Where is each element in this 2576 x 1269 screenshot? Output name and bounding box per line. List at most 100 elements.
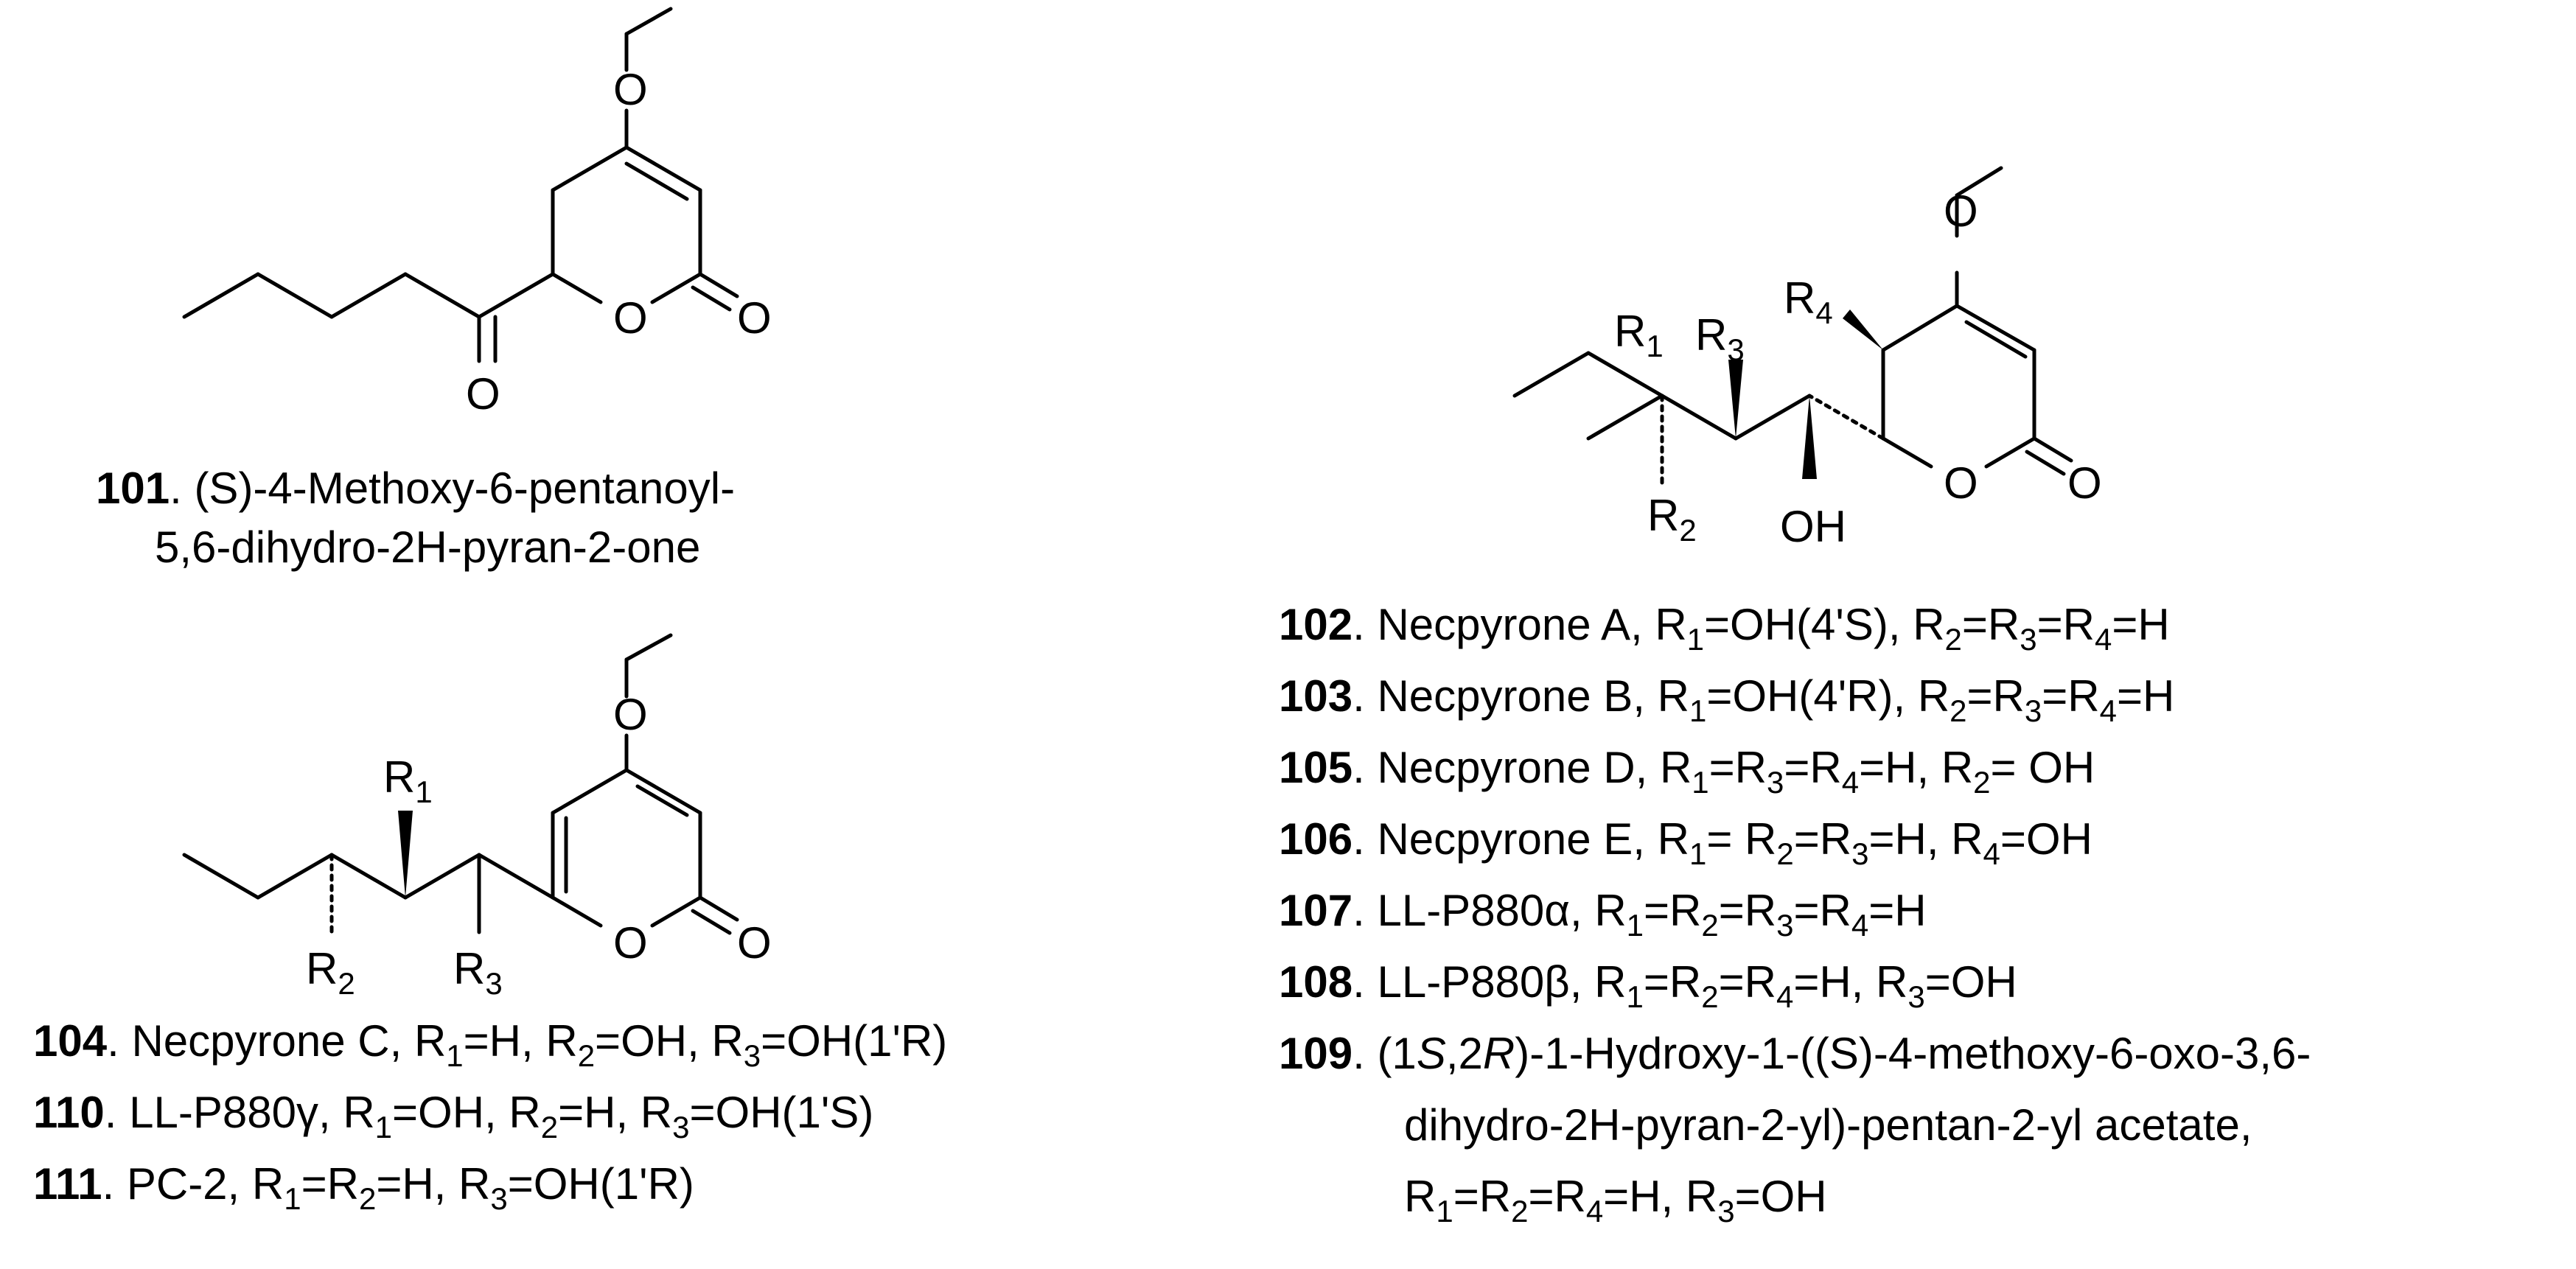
compound-number: 108 xyxy=(1279,957,1352,1007)
legend-item-109-line3: R1=R2=R4=H, R3=OH xyxy=(1404,1172,1827,1228)
subscript: 1 xyxy=(1689,693,1706,728)
legend-item: 111. PC-2, R1=R2=H, R3=OH(1'R) xyxy=(33,1159,694,1216)
legend-text: =OH(1'R) xyxy=(508,1159,694,1209)
legend-item: 107. LL-P880α, R1=R2=R3=R4=H xyxy=(1279,886,1927,943)
compound-number: 102 xyxy=(1279,600,1352,649)
legend-text: =H, R xyxy=(1868,814,1983,864)
legend-text: =R xyxy=(1962,600,2020,649)
atom-o-methoxy: O xyxy=(1944,186,1978,236)
subscript: 1 xyxy=(1627,908,1644,943)
legend-text: =OH xyxy=(1925,957,2017,1007)
subscript: 4 xyxy=(2100,693,2117,728)
legend-text: . LL-P880γ, R xyxy=(105,1088,375,1137)
atom-oh: OH xyxy=(1780,502,1846,551)
compound-number: 105 xyxy=(1279,743,1352,792)
subscript: 3 xyxy=(1767,765,1784,800)
legend-text: =H, R xyxy=(464,1016,578,1066)
subscript: 4 xyxy=(1842,765,1859,800)
atom-o-ring: O xyxy=(1944,458,1978,508)
legend-text: =R xyxy=(1719,886,1776,935)
subscript: 4 xyxy=(1983,836,2000,871)
legend-text: =OH, R xyxy=(595,1016,744,1066)
legend-text: . LL-P880β, R xyxy=(1352,957,1626,1007)
subscript: 4 xyxy=(1776,979,1793,1014)
legend-text: = OH xyxy=(1991,743,2095,792)
label-r2: R2 xyxy=(306,944,355,1001)
legend-text: =OH xyxy=(2000,814,2092,864)
subscript: 3 xyxy=(1907,979,1924,1014)
legend-text: . Necpyrone C, R xyxy=(107,1016,446,1066)
legend-text: =R xyxy=(2042,671,2099,721)
atom-o-lactone: O xyxy=(737,918,772,968)
subscript: 1 xyxy=(284,1181,301,1216)
legend-text: =R xyxy=(1709,743,1767,792)
legend-text: =OH(4'S), R xyxy=(1704,600,1945,649)
subscript: 3 xyxy=(1776,908,1793,943)
legend-text: . PC-2, R xyxy=(102,1159,285,1209)
subscript: 2 xyxy=(1950,693,1966,728)
legend-text: =H, R xyxy=(376,1159,490,1209)
caption-101-line1: 101. (S)-4-Methoxy-6-pentanoyl- xyxy=(96,464,735,513)
subscript: 2 xyxy=(1945,622,1962,657)
legend-item: 106. Necpyrone E, R1= R2=R3=H, R4=OH xyxy=(1279,814,2092,871)
legend-text: =R xyxy=(1784,743,1841,792)
subscript: 1 xyxy=(1692,765,1708,800)
atom-o-methoxy: O xyxy=(613,690,648,739)
legend-text: . Necpyrone A, R xyxy=(1352,600,1687,649)
subscript: 4 xyxy=(2095,622,2112,657)
subscript: 2 xyxy=(359,1181,376,1216)
subscript: 3 xyxy=(490,1181,507,1216)
legend-text: =R xyxy=(301,1159,359,1209)
subscript: 3 xyxy=(1851,836,1868,871)
compound-name-101: . (S)-4-Methoxy-6-pentanoyl- xyxy=(170,464,735,513)
legend-item: 110. LL-P880γ, R1=OH, R2=H, R3=OH(1'S) xyxy=(33,1088,873,1144)
legend-right: 102. Necpyrone A, R1=OH(4'S), R2=R3=R4=H… xyxy=(1279,600,2311,1228)
subscript: 2 xyxy=(578,1038,595,1073)
compound-number: 111 xyxy=(33,1159,102,1209)
label-r4: R4 xyxy=(1784,273,1833,330)
legend-item: 104. Necpyrone C, R1=H, R2=OH, R3=OH(1'R… xyxy=(33,1016,947,1073)
atom-o-lactone: O xyxy=(737,293,772,343)
legend-item: 108. LL-P880β, R1=R2=R4=H, R3=OH xyxy=(1279,957,2017,1014)
atom-o-ketone: O xyxy=(466,369,500,419)
legend-text: =R xyxy=(1794,814,1851,864)
compound-number-101: 101 xyxy=(96,464,170,513)
subscript: 2 xyxy=(541,1110,558,1144)
caption-101-line2: 5,6-dihydro-2H-pyran-2-one xyxy=(155,522,700,572)
label-r2: R2 xyxy=(1647,491,1697,548)
legend-item: 103. Necpyrone B, R1=OH(4'R), R2=R3=R4=H xyxy=(1279,671,2174,728)
structure-102: O O O OH R4 R3 R1 R2 xyxy=(1512,166,2102,551)
legend-text: =R xyxy=(1719,957,1776,1007)
legend-text: =R xyxy=(2037,600,2095,649)
label-r1: R1 xyxy=(383,752,433,809)
subscript: 3 xyxy=(2020,622,2036,657)
label-r1: R1 xyxy=(1614,307,1664,363)
legend-text: =OH(1'R) xyxy=(761,1016,947,1066)
legend-text: =H xyxy=(2112,600,2169,649)
legend-text: =R xyxy=(1644,886,1701,935)
subscript: 2 xyxy=(1973,765,1990,800)
legend-text: =R xyxy=(1644,957,1701,1007)
atom-o-ring: O xyxy=(613,293,648,343)
subscript: 2 xyxy=(1776,836,1793,871)
hashed-bond-c6 xyxy=(1807,394,1885,441)
legend-text: = R xyxy=(1706,814,1776,864)
legend-text: =H xyxy=(2117,671,2174,721)
subscript: 2 xyxy=(1701,979,1718,1014)
compound-number: 103 xyxy=(1279,671,1352,721)
legend-text: =H, R xyxy=(558,1088,672,1137)
legend-text: =H xyxy=(1868,886,1926,935)
atom-o-methoxy: O xyxy=(613,65,648,114)
compound-number: 104 xyxy=(33,1016,108,1066)
compound-number: 106 xyxy=(1279,814,1352,864)
legend-text: =OH(4'R), R xyxy=(1706,671,1950,721)
legend-text: =OH, R xyxy=(392,1088,541,1137)
label-r3: R3 xyxy=(453,944,503,1001)
subscript: 1 xyxy=(1687,622,1704,657)
legend-text: =R xyxy=(1793,886,1851,935)
legend-text: . Necpyrone B, R xyxy=(1352,671,1689,721)
legend-text: . Necpyrone D, R xyxy=(1352,743,1692,792)
legend-item-109-line1: 109. (1S,2R)-1-Hydroxy-1-((S)-4-methoxy-… xyxy=(1279,1029,2311,1078)
